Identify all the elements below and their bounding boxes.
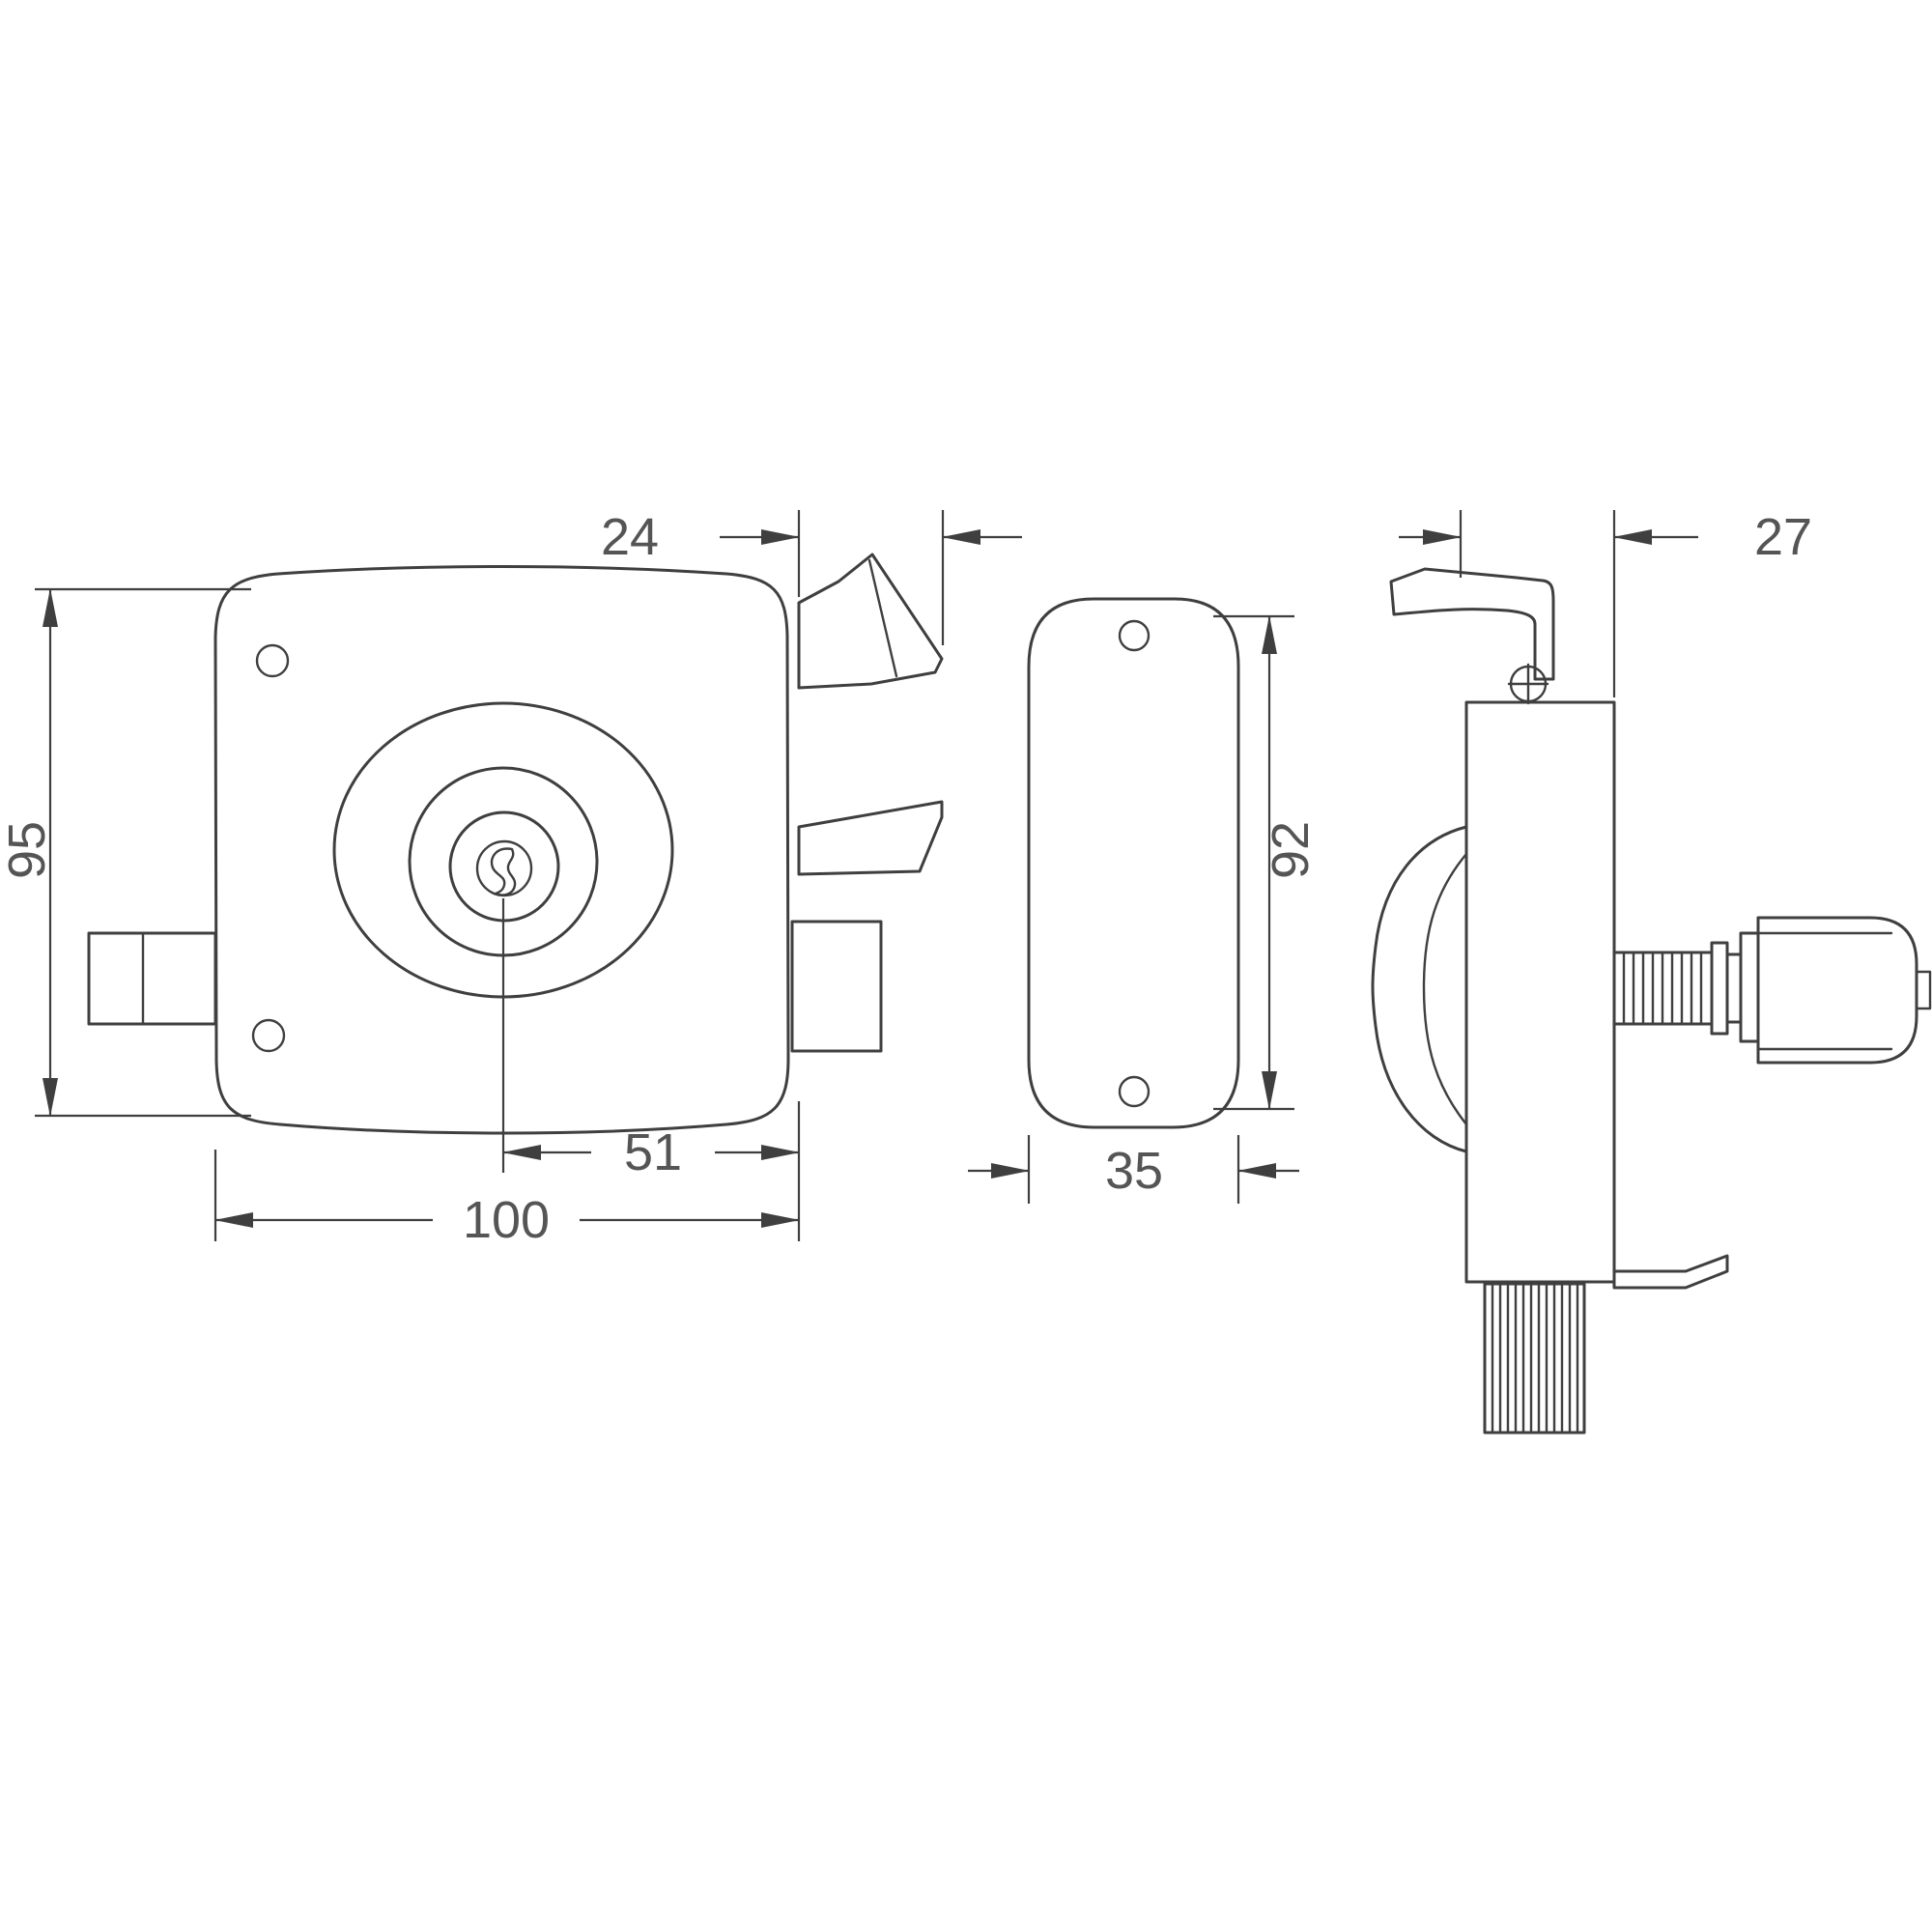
dim-51-label: 51: [624, 1123, 682, 1181]
lock-body-outline: [213, 565, 790, 1135]
dim-27-label: 27: [1754, 508, 1812, 566]
dim-95-label: 95: [0, 821, 56, 879]
dimension-24: 24: [601, 508, 1022, 645]
bottom-knurl: [1483, 1282, 1586, 1435]
side-view: [1371, 567, 1932, 1435]
dimension-92: 92: [1213, 614, 1320, 1111]
strike-plate-outline: [1027, 597, 1240, 1129]
collar-ring-2: [1725, 952, 1743, 1024]
case-bulge-inner: [1422, 852, 1468, 1126]
spindle-knurl-hatching: [1622, 951, 1703, 1026]
dim-24-label: 24: [601, 508, 659, 566]
side-bolt: [87, 931, 217, 1026]
strike-plate-view: [1027, 597, 1240, 1129]
dimension-27: 27: [1399, 508, 1812, 697]
dim-100-label: 100: [463, 1191, 550, 1249]
case-bulge-outer: [1371, 825, 1468, 1153]
collar-ring-1: [1710, 941, 1729, 1036]
side-bolt-body: [87, 931, 217, 1026]
collar-flange: [1739, 931, 1760, 1043]
strike-hole-top: [1118, 619, 1151, 652]
dimension-35: 35: [968, 1135, 1299, 1204]
cylinder-body: [1756, 916, 1918, 1065]
dimension-95: 95: [0, 587, 251, 1118]
dimension-100: 100: [213, 1150, 800, 1249]
keyhole-key-profile: [490, 847, 517, 896]
cylinder-keyway-tab: [1915, 970, 1932, 1010]
bottom-knurl-body: [1483, 1282, 1586, 1435]
deadbolt: [790, 920, 883, 1053]
bottom-knurl-hatching: [1491, 1282, 1579, 1435]
spindle-knurl: [1612, 951, 1714, 1026]
screw-hole-top: [255, 643, 290, 678]
dim-35-label: 35: [1105, 1142, 1163, 1200]
front-view: [87, 553, 944, 1173]
latch-trigger: [797, 800, 944, 876]
screw-head: [1507, 663, 1549, 705]
mounting-hook: [1389, 567, 1555, 681]
bottom-bracket: [1612, 1254, 1729, 1290]
latch-bolt-facet: [867, 558, 898, 678]
side-body: [1464, 700, 1616, 1284]
strike-hole-bottom: [1118, 1075, 1151, 1108]
dim-92-label: 92: [1262, 821, 1320, 879]
screw-hole-bottom: [251, 1018, 286, 1053]
latch-bolt: [797, 553, 944, 690]
dimensions: 95 24 51 100 92: [0, 508, 1812, 1249]
